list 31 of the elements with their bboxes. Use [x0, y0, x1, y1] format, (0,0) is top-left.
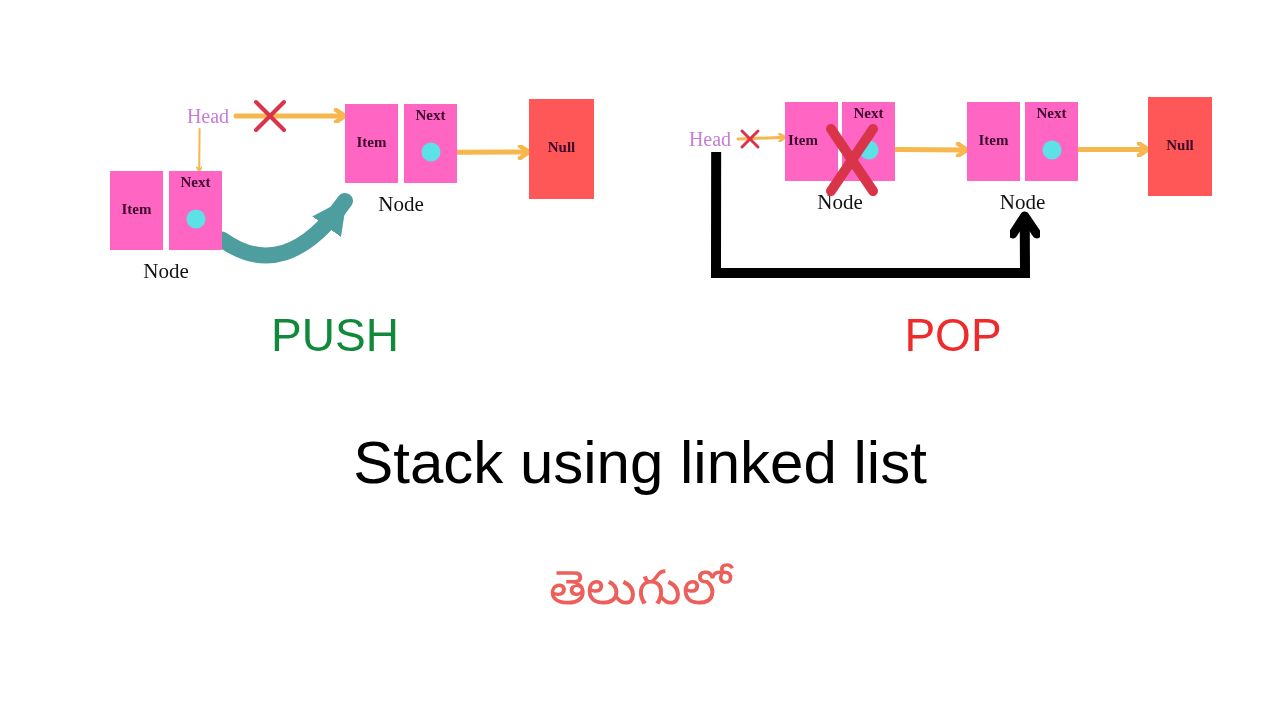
data-field-cell: [967, 102, 1020, 181]
node-label: Node: [817, 190, 863, 215]
node-label: Node: [999, 190, 1046, 215]
field-label: Next: [415, 107, 446, 124]
field-label: Item: [788, 132, 818, 149]
arrow: [736, 132, 787, 143]
section-heading: PUSH: [271, 308, 399, 362]
field-label: Next: [853, 105, 884, 122]
pointer-label: Head: [688, 127, 732, 152]
null-box: [529, 99, 594, 199]
next-pointer-cell: [404, 104, 457, 183]
field-label: Item: [978, 132, 1009, 149]
null-box: [1148, 97, 1212, 196]
field-label: Next: [180, 174, 211, 191]
arrow: [195, 128, 203, 172]
field-label: Null: [1166, 136, 1194, 154]
data-field-cell: [345, 104, 398, 183]
title: Stack using linked list: [353, 428, 927, 497]
node-label: Node: [143, 259, 189, 284]
field-label: Null: [547, 139, 576, 156]
section-heading: POP: [904, 308, 1002, 362]
node-label: Node: [378, 192, 424, 217]
field-label: Item: [356, 134, 387, 151]
field-label: Item: [121, 201, 152, 218]
field-label: Next: [1036, 105, 1067, 122]
data-field-cell: [110, 171, 163, 250]
data-field-cell: [785, 102, 838, 181]
next-pointer-cell: [169, 171, 222, 250]
pointer-label: Head: [186, 104, 230, 129]
next-pointer-cell: [1025, 102, 1078, 181]
arrow: [711, 152, 1042, 278]
